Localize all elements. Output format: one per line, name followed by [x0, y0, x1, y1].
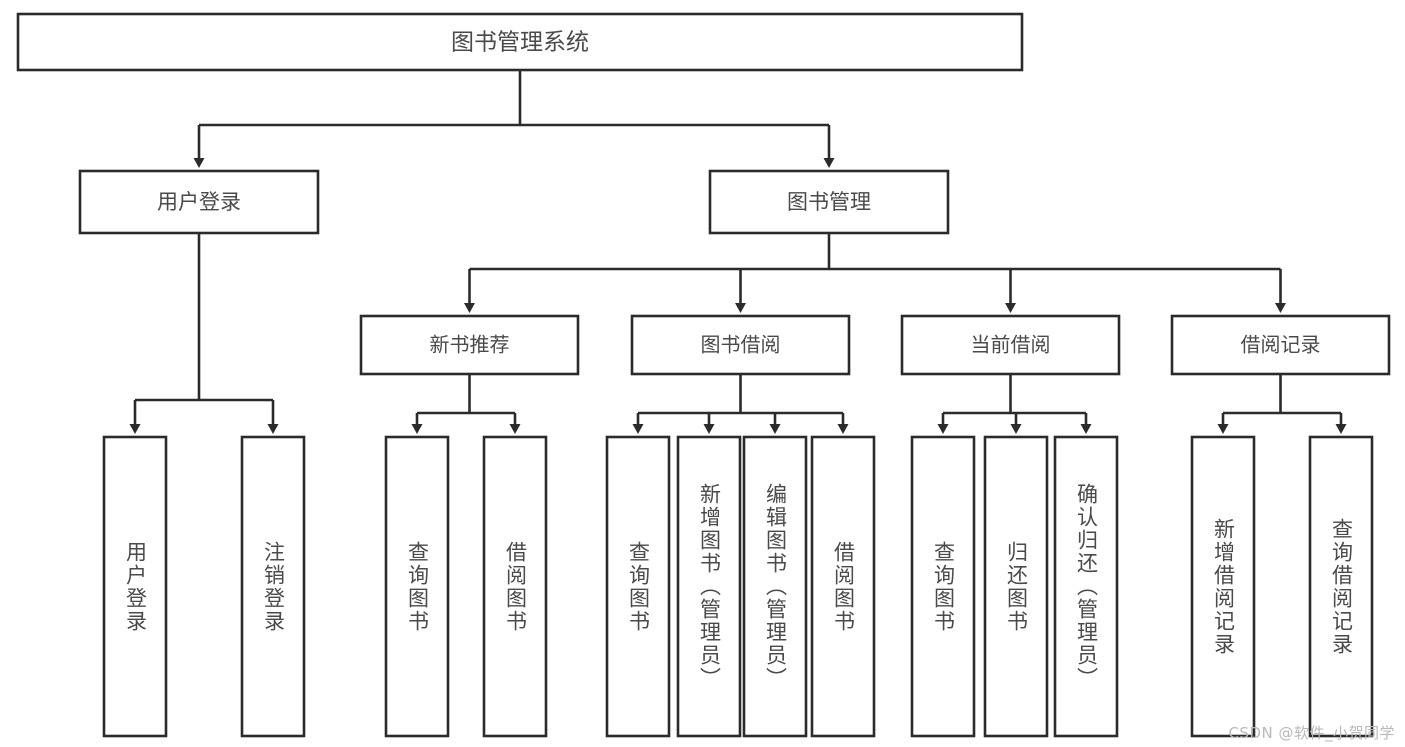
- node-box-leaf-add-record[interactable]: [1190, 435, 1256, 738]
- connector-links: [129, 70, 1347, 434]
- node-box-leaf-user-login[interactable]: [102, 435, 168, 738]
- node-box-leaf-logout[interactable]: [240, 435, 306, 738]
- node-boxes: [16, 12, 1391, 738]
- watermark-text: CSDN @软件_小贺同学: [1228, 724, 1395, 742]
- node-box-leaf-confirm-return[interactable]: [1053, 435, 1119, 738]
- node-label: 当前借阅: [971, 333, 1051, 357]
- node-label: 用户登录: [157, 190, 241, 214]
- node-box-user-login[interactable]: [78, 169, 320, 235]
- node-box-leaf-borrow-book-2[interactable]: [810, 435, 876, 738]
- node-box-current-borrow[interactable]: [900, 314, 1121, 376]
- node-box-leaf-query-book-1[interactable]: [384, 435, 450, 738]
- node-box-leaf-edit-book[interactable]: [742, 435, 808, 738]
- node-box-borrow-record[interactable]: [1170, 314, 1391, 376]
- node-box-leaf-add-book[interactable]: [676, 435, 742, 738]
- node-box-leaf-return-book[interactable]: [983, 435, 1049, 738]
- node-box-leaf-borrow-book-1[interactable]: [482, 435, 548, 738]
- node-box-book-management[interactable]: [708, 169, 950, 235]
- node-label: 图书借阅: [701, 333, 781, 357]
- node-box-leaf-query-book-2[interactable]: [605, 435, 671, 738]
- node-label: 借阅记录: [1241, 333, 1321, 357]
- node-box-leaf-query-book-3[interactable]: [910, 435, 976, 738]
- node-box-book-borrow[interactable]: [630, 314, 851, 376]
- node-label: 图书管理系统: [451, 30, 589, 56]
- node-label: 图书管理: [787, 190, 871, 214]
- node-box-root[interactable]: [16, 12, 1024, 72]
- node-label: 新书推荐: [430, 333, 510, 357]
- node-box-leaf-query-record[interactable]: [1308, 435, 1374, 738]
- node-box-new-book-recommend[interactable]: [359, 314, 580, 376]
